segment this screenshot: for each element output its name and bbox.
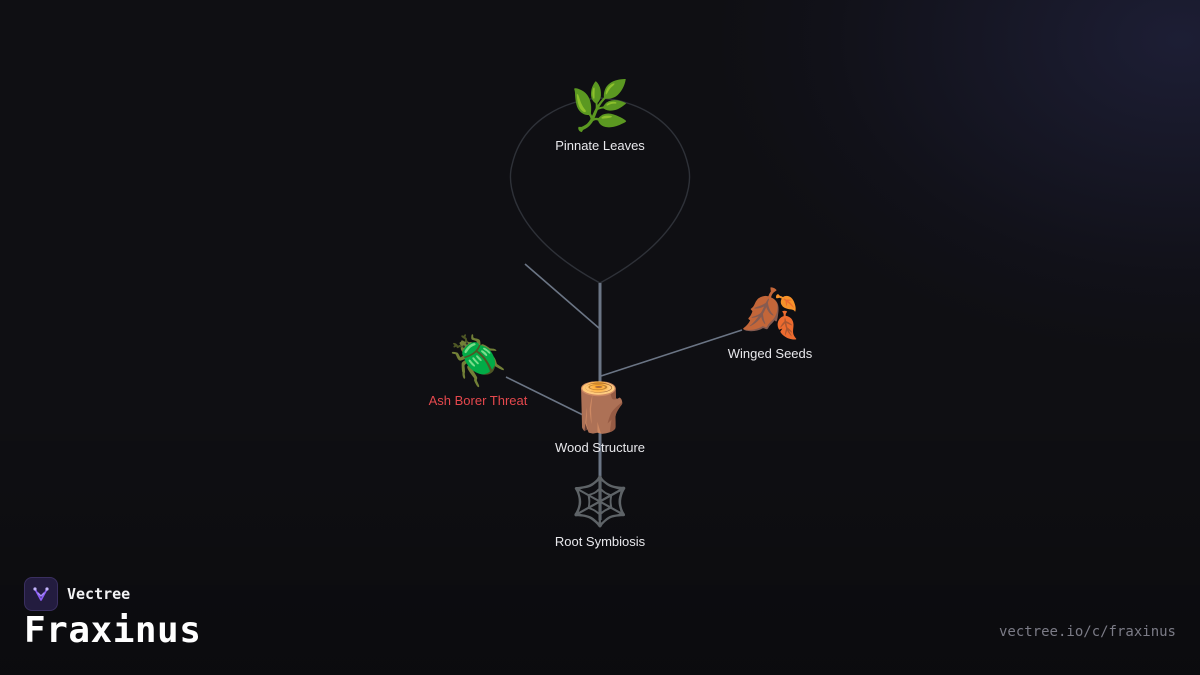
- brand-name: Vectree: [67, 585, 131, 603]
- tree-logo-icon: [24, 577, 58, 611]
- page-url[interactable]: vectree.io/c/fraxinus: [998, 624, 1176, 640]
- node-label: Pinnate Leaves: [555, 138, 645, 153]
- branch-edge-left: [524, 263, 601, 330]
- node-ash-borer-threat[interactable]: 🪲 Ash Borer Threat: [388, 333, 568, 408]
- fallen-leaves-icon: 🍂: [740, 286, 800, 342]
- node-wood-structure[interactable]: 🪵 Wood Structure: [510, 380, 690, 455]
- node-root-symbiosis[interactable]: 🕸️ Root Symbiosis: [510, 474, 690, 549]
- node-label: Wood Structure: [554, 440, 646, 455]
- node-winged-seeds[interactable]: 🍂 Winged Seeds: [680, 286, 860, 361]
- leaf-loop-edge: [509, 97, 691, 284]
- beetle-icon: 🪲: [448, 333, 508, 389]
- brand[interactable]: Vectree: [24, 577, 130, 611]
- herb-icon: 🌿: [570, 78, 630, 134]
- node-label: Root Symbiosis: [554, 534, 646, 549]
- edge-ash-borer: [505, 376, 584, 416]
- node-label: Ash Borer Threat: [428, 393, 528, 408]
- spider-web-icon: 🕸️: [570, 474, 630, 530]
- page-title: Fraxinus: [24, 610, 202, 651]
- wood-log-icon: 🪵: [570, 380, 630, 436]
- node-pinnate-leaves[interactable]: 🌿 Pinnate Leaves: [510, 78, 690, 153]
- node-label: Winged Seeds: [727, 346, 813, 361]
- edge-winged-seeds: [600, 329, 743, 377]
